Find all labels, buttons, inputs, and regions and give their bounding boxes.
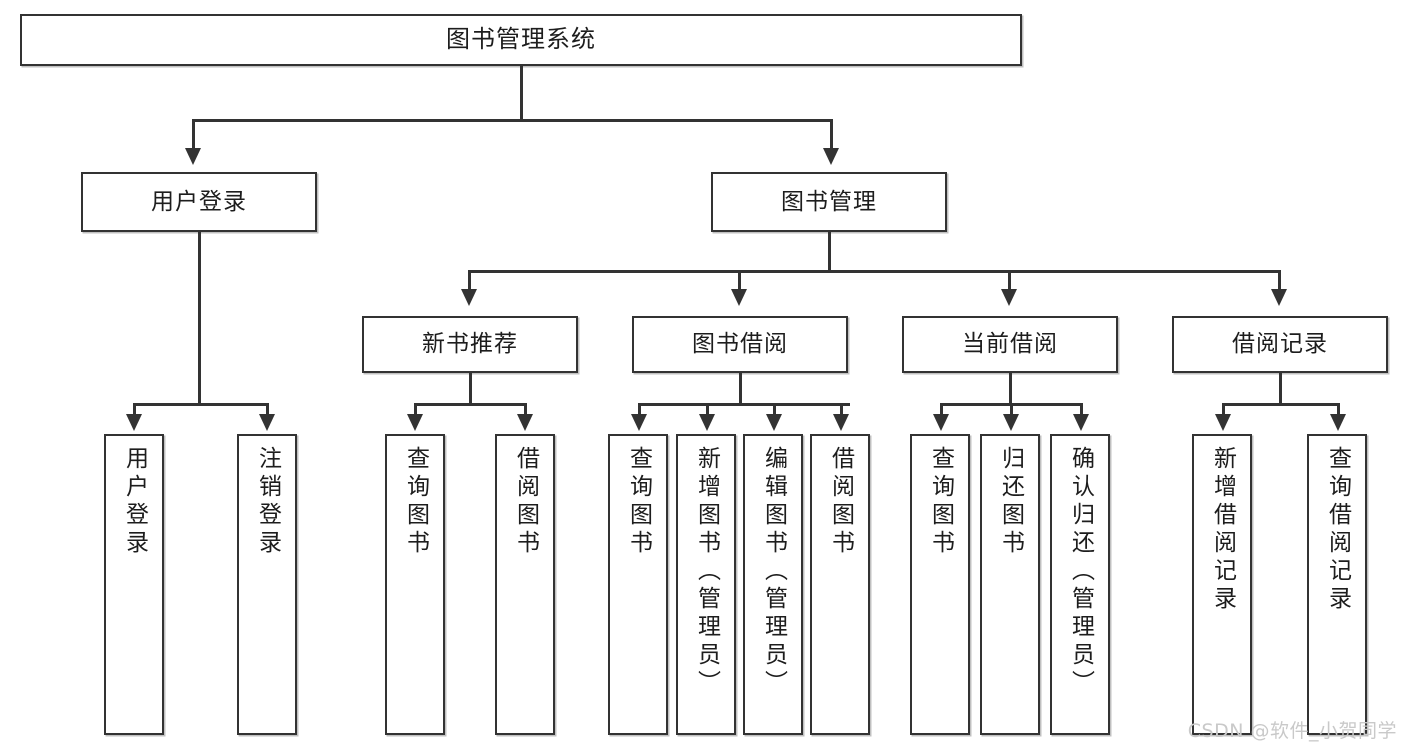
node-leaf-query-book-2[interactable]: 查询图书 [608, 434, 668, 735]
node-current-borrow-label: 当前借阅 [962, 331, 1058, 358]
edge-user-login-drop-1 [133, 403, 136, 415]
edge-bb-drop-2 [706, 403, 709, 415]
node-borrow-record[interactable]: 借阅记录 [1172, 316, 1388, 373]
edge-level3-drop-4 [1278, 270, 1281, 290]
node-root-label: 图书管理系统 [446, 25, 596, 54]
edge-root-drop-left [192, 119, 195, 149]
node-leaf-borrow-book-1[interactable]: 借阅图书 [495, 434, 555, 735]
arrow-to-leaf-confirm-return [1073, 414, 1089, 431]
arrow-to-leaf-query-book-2 [631, 414, 647, 431]
arrow-to-book-manage [823, 148, 839, 165]
edge-br-stem [1279, 373, 1282, 405]
edge-br-drop-2 [1337, 403, 1340, 415]
node-leaf-query-book-1[interactable]: 查询图书 [385, 434, 445, 735]
edge-book-manage-bus [468, 270, 1280, 273]
node-leaf-add-record-label: 新增借阅记录 [1209, 446, 1236, 614]
edge-bb-drop-3 [773, 403, 776, 415]
arrow-to-book-borrow [731, 289, 747, 306]
node-leaf-edit-book[interactable]: 编辑图书（管理员） [743, 434, 803, 735]
arrow-to-leaf-query-record [1330, 414, 1346, 431]
edge-user-login-bus [133, 403, 266, 406]
edge-level3-drop-2 [738, 270, 741, 290]
node-book-borrow-label: 图书借阅 [692, 331, 788, 358]
node-book-manage-label: 图书管理 [781, 188, 877, 215]
edge-bb-bus [638, 403, 850, 406]
node-user-login-label: 用户登录 [151, 188, 247, 215]
edge-root-stem [520, 66, 523, 121]
node-leaf-logout-login-label: 注销登录 [254, 446, 281, 558]
node-leaf-edit-book-label: 编辑图书（管理员） [760, 446, 787, 698]
node-root[interactable]: 图书管理系统 [20, 14, 1022, 66]
arrow-to-borrow-record [1271, 289, 1287, 306]
node-leaf-return-book[interactable]: 归还图书 [980, 434, 1040, 735]
node-current-borrow[interactable]: 当前借阅 [902, 316, 1118, 373]
node-leaf-query-book-3-label: 查询图书 [927, 446, 954, 558]
node-borrow-record-label: 借阅记录 [1232, 331, 1328, 358]
node-leaf-query-record-label: 查询借阅记录 [1324, 446, 1351, 614]
edge-cb-drop-3 [1080, 403, 1083, 415]
node-book-borrow[interactable]: 图书借阅 [632, 316, 848, 373]
edge-bb-drop-4 [840, 403, 843, 415]
edge-nbr-bus [414, 403, 526, 406]
edge-book-manage-stem [828, 232, 831, 272]
edge-nbr-drop-1 [414, 403, 417, 415]
node-leaf-user-login-label: 用户登录 [121, 446, 148, 558]
node-leaf-borrow-book-1-label: 借阅图书 [512, 446, 539, 558]
node-leaf-query-record[interactable]: 查询借阅记录 [1307, 434, 1367, 735]
arrow-to-new-book-recommend [461, 289, 477, 306]
arrow-to-leaf-add-book [699, 414, 715, 431]
edge-cb-stem [1009, 373, 1012, 405]
edge-level3-drop-3 [1008, 270, 1011, 290]
edge-cb-drop-2 [1010, 403, 1013, 415]
node-leaf-borrow-book-2-label: 借阅图书 [827, 446, 854, 558]
node-leaf-confirm-return-label: 确认归还（管理员） [1067, 446, 1094, 698]
arrow-to-leaf-borrow-book-1 [517, 414, 533, 431]
edge-bb-drop-1 [638, 403, 641, 415]
node-leaf-add-book[interactable]: 新增图书（管理员） [676, 434, 736, 735]
edge-level3-drop-1 [468, 270, 471, 290]
arrow-to-leaf-return-book [1003, 414, 1019, 431]
edge-br-bus [1222, 403, 1339, 406]
arrow-to-leaf-logout-login [259, 414, 275, 431]
edge-root-drop-right [830, 119, 833, 149]
edge-root-bus [192, 119, 832, 122]
node-leaf-user-login[interactable]: 用户登录 [104, 434, 164, 735]
node-leaf-logout-login[interactable]: 注销登录 [237, 434, 297, 735]
arrow-to-leaf-query-book-3 [933, 414, 949, 431]
node-book-manage[interactable]: 图书管理 [711, 172, 947, 232]
edge-nbr-stem [469, 373, 472, 405]
arrow-to-leaf-user-login [126, 414, 142, 431]
edge-bb-stem [739, 373, 742, 405]
arrow-to-leaf-query-book-1 [407, 414, 423, 431]
edge-br-drop-1 [1222, 403, 1225, 415]
node-new-book-recommend-label: 新书推荐 [422, 331, 518, 358]
edge-user-login-drop-2 [266, 403, 269, 415]
arrow-to-leaf-borrow-book-2 [833, 414, 849, 431]
node-new-book-recommend[interactable]: 新书推荐 [362, 316, 578, 373]
edge-nbr-drop-2 [524, 403, 527, 415]
arrow-to-current-borrow [1001, 289, 1017, 306]
node-leaf-query-book-3[interactable]: 查询图书 [910, 434, 970, 735]
node-leaf-query-book-1-label: 查询图书 [402, 446, 429, 558]
arrow-to-user-login [185, 148, 201, 165]
node-leaf-add-record[interactable]: 新增借阅记录 [1192, 434, 1252, 735]
edge-cb-drop-1 [940, 403, 943, 415]
node-leaf-borrow-book-2[interactable]: 借阅图书 [810, 434, 870, 735]
node-user-login[interactable]: 用户登录 [81, 172, 317, 232]
node-leaf-confirm-return[interactable]: 确认归还（管理员） [1050, 434, 1110, 735]
node-leaf-add-book-label: 新增图书（管理员） [693, 446, 720, 698]
node-leaf-query-book-2-label: 查询图书 [625, 446, 652, 558]
csdn-watermark: CSDN @软件_小贺同学 [1187, 720, 1397, 742]
node-leaf-return-book-label: 归还图书 [997, 446, 1024, 558]
edge-user-login-stem [198, 232, 201, 405]
arrow-to-leaf-edit-book [766, 414, 782, 431]
arrow-to-leaf-add-record [1215, 414, 1231, 431]
